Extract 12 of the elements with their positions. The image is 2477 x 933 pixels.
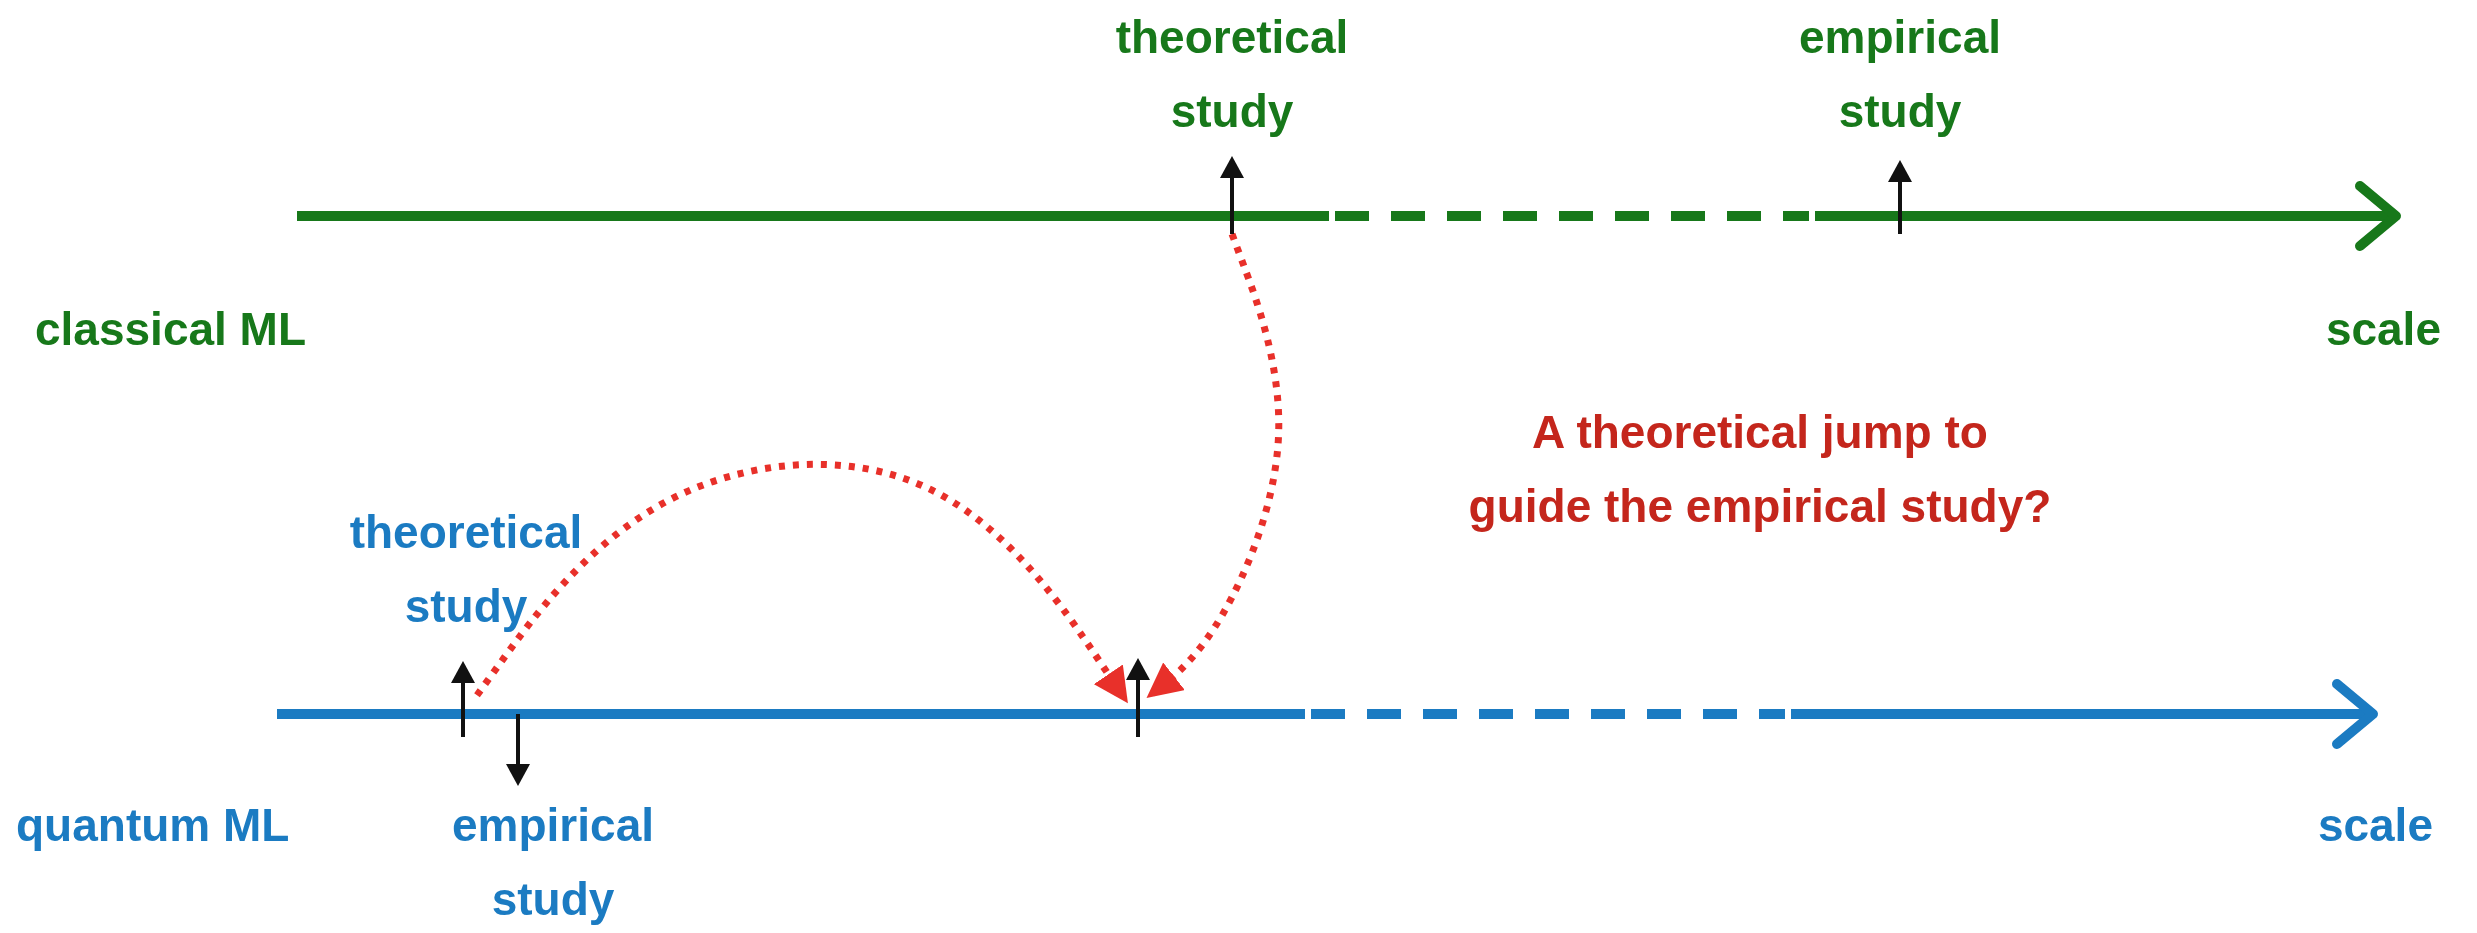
axis-label: scale: [2241, 292, 2441, 366]
dotted-arrow: [1146, 232, 1283, 698]
note-text: A theoretical jump to guide the empirical study?: [1467, 405, 2053, 534]
axis-label: empirical study: [1740, 0, 2060, 148]
tick-arrow: [1218, 156, 1246, 234]
axis-label: theoretical study: [286, 495, 646, 643]
axis-label: scale: [2233, 788, 2433, 862]
axis-label: theoretical study: [1052, 0, 1412, 148]
tick-arrow: [1124, 658, 1152, 737]
tick-arrow: [449, 661, 477, 737]
dotted-arrow: [474, 460, 1128, 704]
axis-label: classical ML: [35, 292, 455, 366]
